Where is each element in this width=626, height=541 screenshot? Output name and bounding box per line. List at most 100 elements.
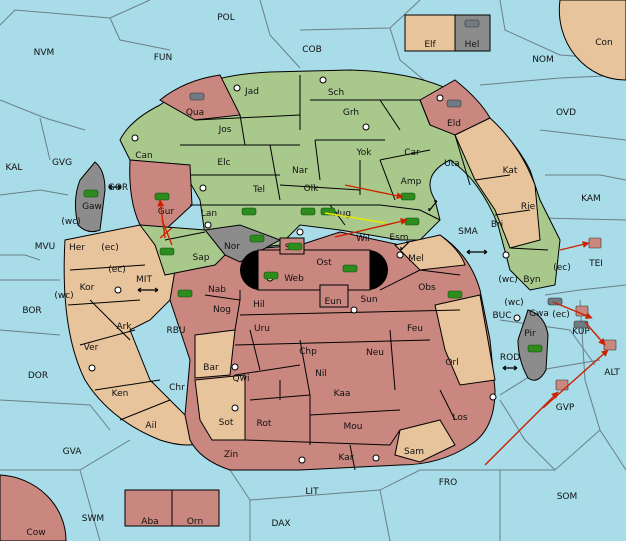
label-alt: ALT bbox=[604, 368, 620, 378]
label-rbu: RBU bbox=[166, 326, 185, 336]
territory-mel[interactable] bbox=[394, 234, 466, 271]
label-esm: Esm bbox=[389, 233, 408, 243]
unit-lan[interactable] bbox=[241, 207, 257, 216]
unit-obs[interactable] bbox=[447, 290, 463, 299]
label-cob: COB bbox=[302, 45, 322, 55]
label-wc3: (wc) bbox=[498, 275, 517, 285]
label-mit: MIT bbox=[136, 275, 152, 285]
label-lan: Lan bbox=[201, 209, 217, 219]
label-dax: DAX bbox=[271, 519, 290, 529]
label-can: Can bbox=[135, 151, 153, 161]
label-nog: Nog bbox=[213, 305, 231, 315]
unit-web[interactable] bbox=[263, 271, 279, 280]
label-lit: LIT bbox=[305, 487, 319, 497]
label-eun: Eun bbox=[324, 297, 341, 307]
unit-hug-2[interactable] bbox=[320, 207, 336, 216]
label-sot: Sot bbox=[219, 418, 234, 428]
label-hel: Hel bbox=[465, 40, 480, 50]
label-neu: Neu bbox=[366, 348, 384, 358]
territory-orn[interactable] bbox=[171, 489, 220, 527]
territory-cow[interactable] bbox=[0, 474, 67, 541]
unit-eld[interactable] bbox=[446, 99, 462, 108]
label-kal: KAL bbox=[6, 163, 23, 173]
territory-sot[interactable] bbox=[194, 374, 246, 441]
unit-gwa[interactable] bbox=[547, 297, 563, 306]
label-aba: Aba bbox=[141, 517, 158, 527]
label-sap: Sap bbox=[193, 253, 210, 263]
label-wil: Wil bbox=[356, 234, 370, 244]
label-wc4: (wc) bbox=[504, 298, 523, 308]
label-sam: Sam bbox=[404, 447, 424, 457]
label-kam: KAM bbox=[581, 194, 601, 204]
label-jad: Jad bbox=[244, 87, 259, 97]
label-sma: SMA bbox=[458, 227, 478, 237]
label-nar: Nar bbox=[292, 166, 308, 176]
label-ec1: (ec) bbox=[101, 243, 119, 253]
territory-eun[interactable] bbox=[319, 284, 349, 308]
label-mvu: MVU bbox=[35, 242, 56, 252]
unit-pir[interactable] bbox=[527, 344, 543, 353]
label-nil: Nil bbox=[315, 369, 327, 379]
label-qwi: Qwi bbox=[233, 374, 250, 384]
territory-elf[interactable] bbox=[404, 14, 456, 52]
label-ec3: (ec) bbox=[553, 263, 571, 273]
label-zin: Zin bbox=[224, 450, 238, 460]
label-swm: SWM bbox=[82, 514, 104, 524]
label-gvp: GVP bbox=[556, 403, 575, 413]
label-nvm: NVM bbox=[34, 48, 55, 58]
label-fun: FUN bbox=[154, 53, 173, 63]
label-gur: Gur bbox=[158, 207, 175, 217]
label-pir: Pir bbox=[524, 329, 536, 339]
unit-hel[interactable] bbox=[464, 19, 480, 28]
unit-nor[interactable] bbox=[249, 234, 265, 243]
label-orn: Orn bbox=[187, 517, 203, 527]
unit-gur[interactable] bbox=[154, 192, 170, 201]
label-qua: Qua bbox=[186, 108, 204, 118]
label-feu: Feu bbox=[407, 324, 423, 334]
territory-bar[interactable] bbox=[194, 329, 236, 379]
unit-esm[interactable] bbox=[404, 217, 420, 226]
territory-aba[interactable] bbox=[124, 489, 173, 527]
unit-sap[interactable] bbox=[159, 247, 175, 256]
unit-qua[interactable] bbox=[189, 92, 205, 101]
unit-tei[interactable] bbox=[588, 237, 602, 249]
unit-hug[interactable] bbox=[300, 207, 316, 216]
label-ost: Ost bbox=[316, 258, 332, 268]
label-yok: Yok bbox=[355, 148, 372, 158]
label-hug: Hug bbox=[333, 209, 351, 219]
label-orl: Orl bbox=[445, 358, 458, 368]
label-ec4: (ec) bbox=[552, 310, 570, 320]
label-nom: NOM bbox=[532, 55, 554, 65]
label-car: Car bbox=[404, 148, 420, 158]
label-web: Web bbox=[284, 274, 304, 284]
territory-con[interactable] bbox=[558, 0, 626, 81]
supply-centers bbox=[88, 76, 521, 464]
label-ec2: (ec) bbox=[108, 265, 126, 275]
label-byn: Byn bbox=[523, 275, 540, 285]
region-ost-cover bbox=[257, 249, 371, 291]
unit-nab[interactable] bbox=[177, 289, 193, 298]
label-kar: Kar bbox=[339, 453, 354, 463]
label-kat: Kat bbox=[503, 166, 518, 176]
unit-gvp[interactable] bbox=[555, 379, 569, 391]
unit-skr[interactable] bbox=[287, 242, 303, 251]
label-kor: Kor bbox=[80, 283, 95, 293]
label-gwa: Gwa bbox=[529, 309, 549, 319]
units bbox=[83, 19, 617, 391]
label-kup: KUP bbox=[572, 327, 590, 337]
label-hil: Hil bbox=[253, 300, 265, 310]
label-rie: Rie bbox=[521, 202, 536, 212]
label-elf: Elf bbox=[424, 40, 436, 50]
label-obs: Obs bbox=[418, 283, 436, 293]
unit-ost[interactable] bbox=[342, 264, 358, 273]
unit-gaw[interactable] bbox=[83, 189, 99, 198]
territory-orl[interactable] bbox=[434, 294, 496, 386]
label-tel: Tel bbox=[252, 185, 265, 195]
order-arrows bbox=[157, 184, 609, 466]
label-amp: Amp bbox=[401, 177, 422, 187]
label-ail: Ail bbox=[145, 421, 156, 431]
unit-alt[interactable] bbox=[603, 339, 617, 351]
territory-sam[interactable] bbox=[394, 419, 456, 463]
